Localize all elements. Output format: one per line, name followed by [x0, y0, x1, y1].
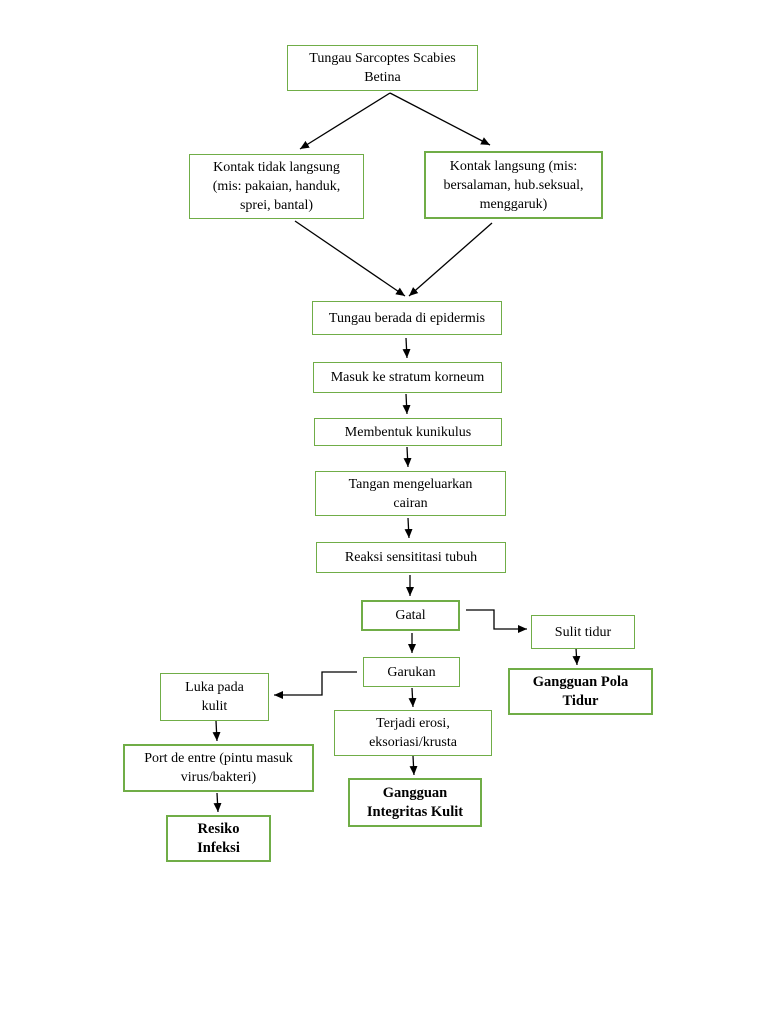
- arrow-kontak-langsung-to-epidermis: [408, 222, 493, 297]
- arrow-kunikulus-to-cairan: [403, 446, 412, 468]
- node-kontak-tidak-langsung: Kontak tidak langsung (mis: pakaian, han…: [189, 154, 364, 219]
- arrow-tungau-to-kontak-langsung: [389, 92, 491, 146]
- arrow-port-de-entre-to-resiko-infeksi: [213, 792, 222, 813]
- arrow-kontak-tidak-langsung-to-epidermis: [294, 220, 406, 297]
- node-cairan: Tangan mengeluarkan cairan: [315, 471, 506, 516]
- arrow-epidermis-to-stratum: [402, 337, 411, 359]
- node-erosi: Terjadi erosi, eksoriasi/krusta: [334, 710, 492, 756]
- node-epidermis: Tungau berada di epidermis: [312, 301, 502, 335]
- arrow-luka-to-port-de-entre: [212, 720, 221, 742]
- arrow-stratum-to-kunikulus: [402, 393, 411, 415]
- arrow-tungau-to-kontak-tidak-langsung: [299, 92, 391, 150]
- arrow-garukan-to-erosi: [408, 687, 417, 708]
- node-kontak-langsung: Kontak langsung (mis: bersalaman, hub.se…: [424, 151, 603, 219]
- arrow-garukan-to-luka: [274, 671, 357, 699]
- arrow-erosi-to-gangguan-integritas: [409, 755, 418, 776]
- arrow-cairan-to-reaksi: [404, 517, 413, 539]
- node-tungau: Tungau Sarcoptes Scabies Betina: [287, 45, 478, 91]
- node-stratum: Masuk ke stratum korneum: [313, 362, 502, 393]
- node-reaksi: Reaksi sensititasi tubuh: [316, 542, 506, 573]
- node-gangguan-integritas: Gangguan Integritas Kulit: [348, 778, 482, 827]
- node-kunikulus: Membentuk kunikulus: [314, 418, 502, 446]
- node-sulit-tidur: Sulit tidur: [531, 615, 635, 649]
- node-gangguan-pola-tidur: Gangguan Pola Tidur: [508, 668, 653, 715]
- arrow-sulit-tidur-to-gangguan-pola-tidur: [572, 647, 581, 666]
- node-luka: Luka pada kulit: [160, 673, 269, 721]
- arrow-gatal-to-sulit-tidur: [466, 609, 527, 633]
- node-gatal: Gatal: [361, 600, 460, 631]
- node-port-de-entre: Port de entre (pintu masuk virus/bakteri…: [123, 744, 314, 792]
- node-garukan: Garukan: [363, 657, 460, 687]
- node-resiko-infeksi: Resiko Infeksi: [166, 815, 271, 862]
